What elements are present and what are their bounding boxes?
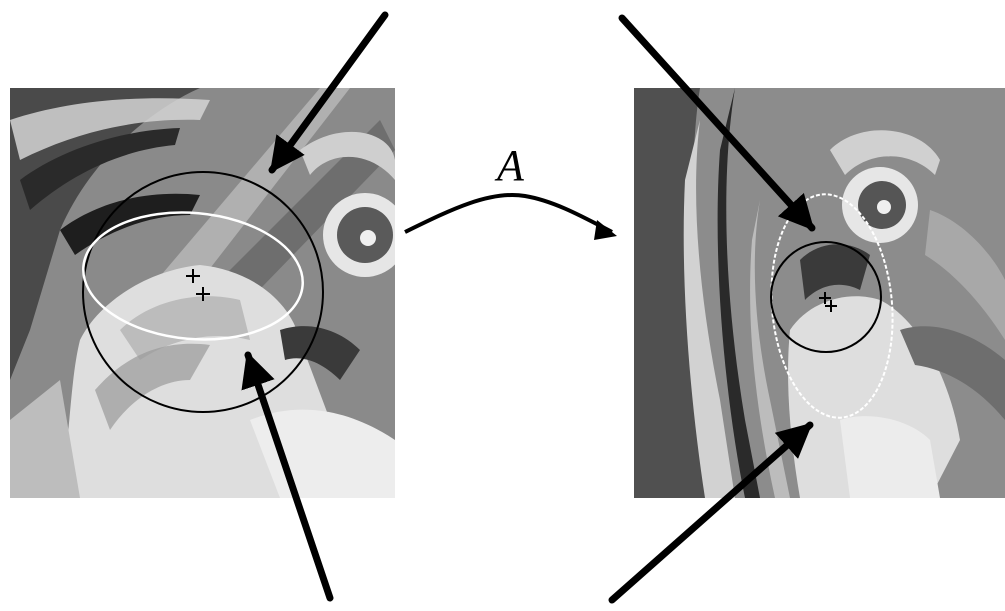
right-image-patch	[634, 88, 1005, 498]
transform-arrow: A	[405, 141, 617, 240]
transform-label: A	[494, 141, 525, 190]
